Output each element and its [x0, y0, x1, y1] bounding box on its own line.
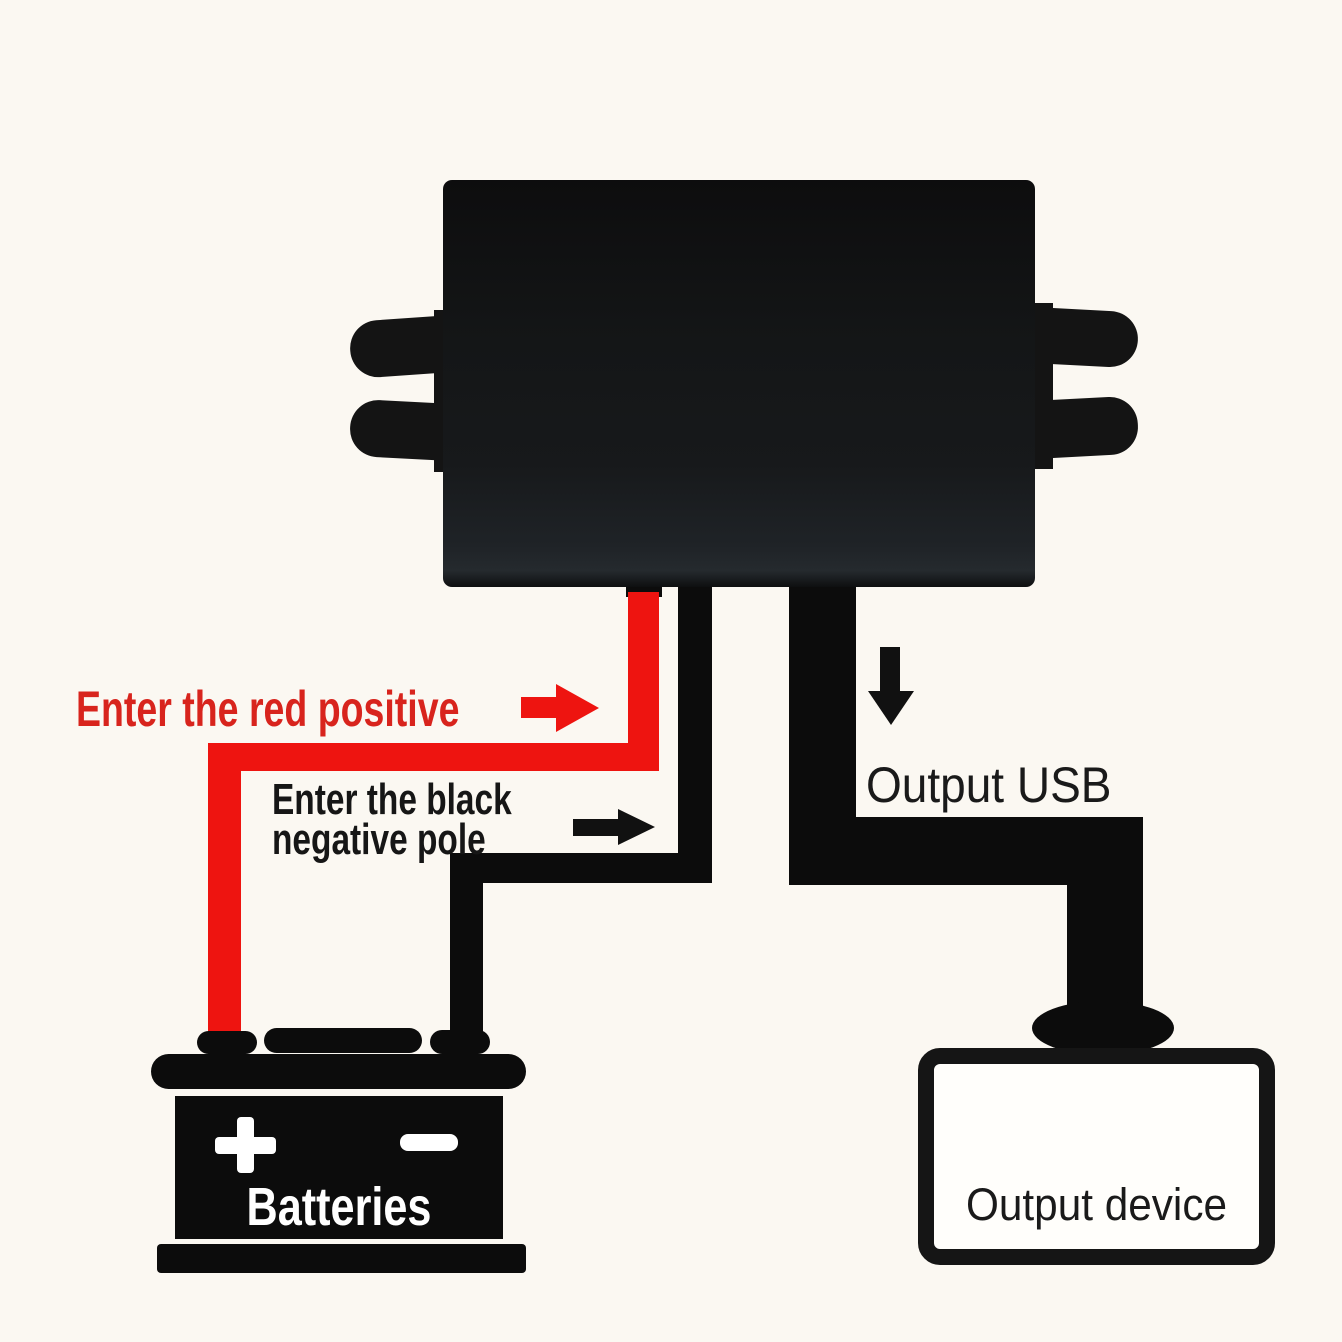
red-wire-segment-to-battery	[208, 743, 241, 1035]
mount-tab-left-lower	[348, 398, 454, 461]
black-arrow-right-head-icon	[618, 809, 655, 845]
black-wire-segment-horizontal	[450, 853, 712, 883]
usb-arrow-down-icon	[880, 647, 900, 693]
battery-top-cover	[151, 1054, 526, 1089]
battery-body	[175, 1096, 503, 1239]
output-device-box	[918, 1048, 1275, 1265]
mount-tab-right-lower	[1031, 395, 1140, 459]
mount-tab-left-upper	[348, 315, 454, 380]
battery-terminal-negative	[430, 1030, 490, 1054]
red-wire-segment-horizontal	[208, 743, 658, 771]
label-red-positive: Enter the red positive	[76, 681, 460, 737]
black-wire-segment-down	[678, 585, 712, 883]
label-output-device: Output device	[965, 1179, 1227, 1230]
converter-module-box	[443, 180, 1035, 587]
label-black-negative-line1: Enter the black	[272, 775, 512, 824]
battery-terminal-positive	[197, 1031, 257, 1054]
label-black-negative: Enter the black negative pole	[272, 775, 512, 864]
red-arrow-right-icon	[521, 697, 559, 718]
label-output-usb: Output USB	[866, 757, 1112, 813]
red-wire-segment-down	[628, 592, 659, 771]
battery-terminal-center-bar	[264, 1028, 422, 1053]
red-arrow-right-head-icon	[556, 684, 599, 732]
label-black-negative-line2: negative pole	[272, 815, 486, 864]
usb-cable-segment-to-device	[1067, 820, 1143, 1012]
battery-base	[157, 1244, 526, 1273]
usb-connector-plug	[1032, 1001, 1174, 1055]
battery-minus-icon	[400, 1134, 458, 1151]
usb-arrow-down-head-icon	[868, 691, 914, 725]
battery-plus-icon	[215, 1137, 276, 1154]
battery-label: Batteries	[246, 1177, 432, 1237]
black-arrow-right-icon	[573, 819, 621, 836]
mount-tab-right-upper	[1031, 307, 1140, 369]
black-wire-segment-to-battery	[450, 853, 483, 1035]
